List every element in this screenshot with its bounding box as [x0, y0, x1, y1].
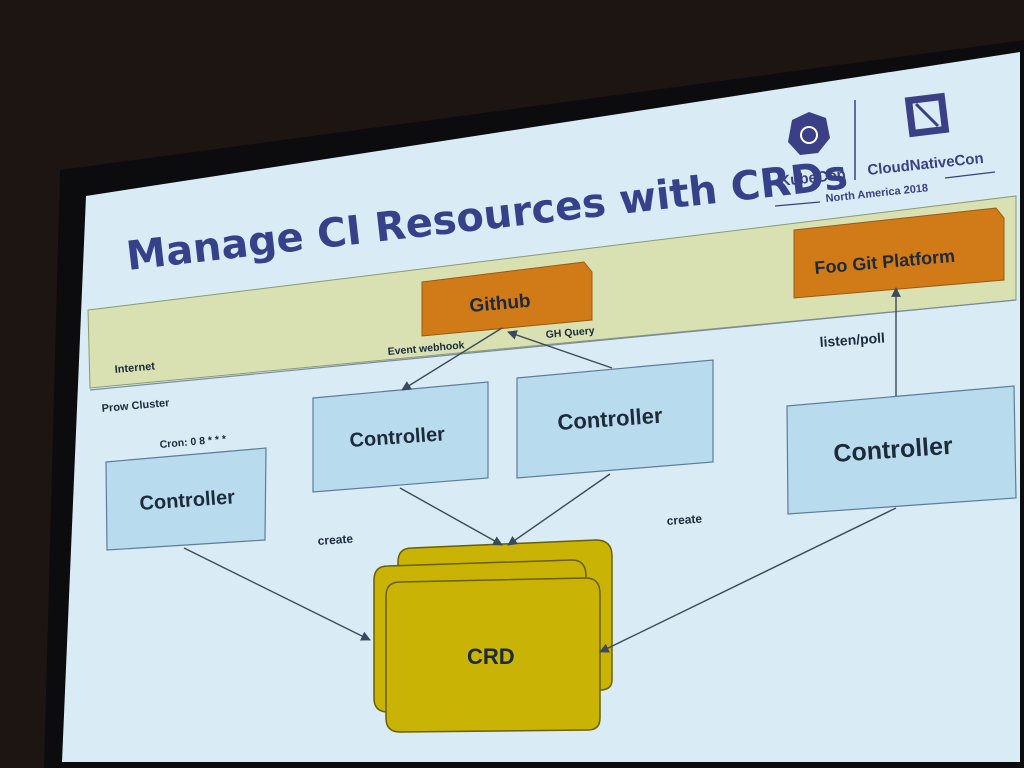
listen-poll-label: listen/poll — [819, 329, 885, 350]
crd-label: CRD — [467, 644, 515, 669]
edge-webhook — [401, 327, 503, 391]
cluster-zone-label: Prow Cluster — [101, 397, 170, 415]
cluster-divider — [89, 299, 1017, 391]
crd-stack: CRD — [373, 539, 613, 733]
github-node: Github — [421, 261, 593, 337]
cron-label: Cron: 0 8 * * * — [159, 433, 227, 451]
controller-cron: Controller — [105, 447, 267, 551]
controller-webhook: Controller — [312, 381, 489, 493]
controller-poll: Controller — [786, 385, 1017, 515]
edge-create-poll — [599, 507, 897, 653]
edge-create-query — [507, 473, 611, 546]
helm-wheel-icon — [788, 112, 830, 155]
edge-create-webhook — [399, 487, 503, 546]
controller-query: Controller — [516, 359, 714, 479]
foo-git-platform-node: Foo Git Platform — [793, 207, 1005, 299]
edges — [183, 287, 901, 653]
gh-query-label: GH Query — [545, 325, 595, 341]
kubecon-logo: KubeCon CloudNativeCon North America 201… — [774, 92, 996, 207]
kubecon-label: KubeCon — [779, 166, 847, 190]
edge-create-cron — [183, 547, 371, 641]
create-left-label: create — [317, 532, 354, 548]
create-right-label: create — [666, 512, 703, 528]
internet-zone-label: Internet — [114, 360, 156, 375]
edge-gh-query — [507, 330, 613, 369]
